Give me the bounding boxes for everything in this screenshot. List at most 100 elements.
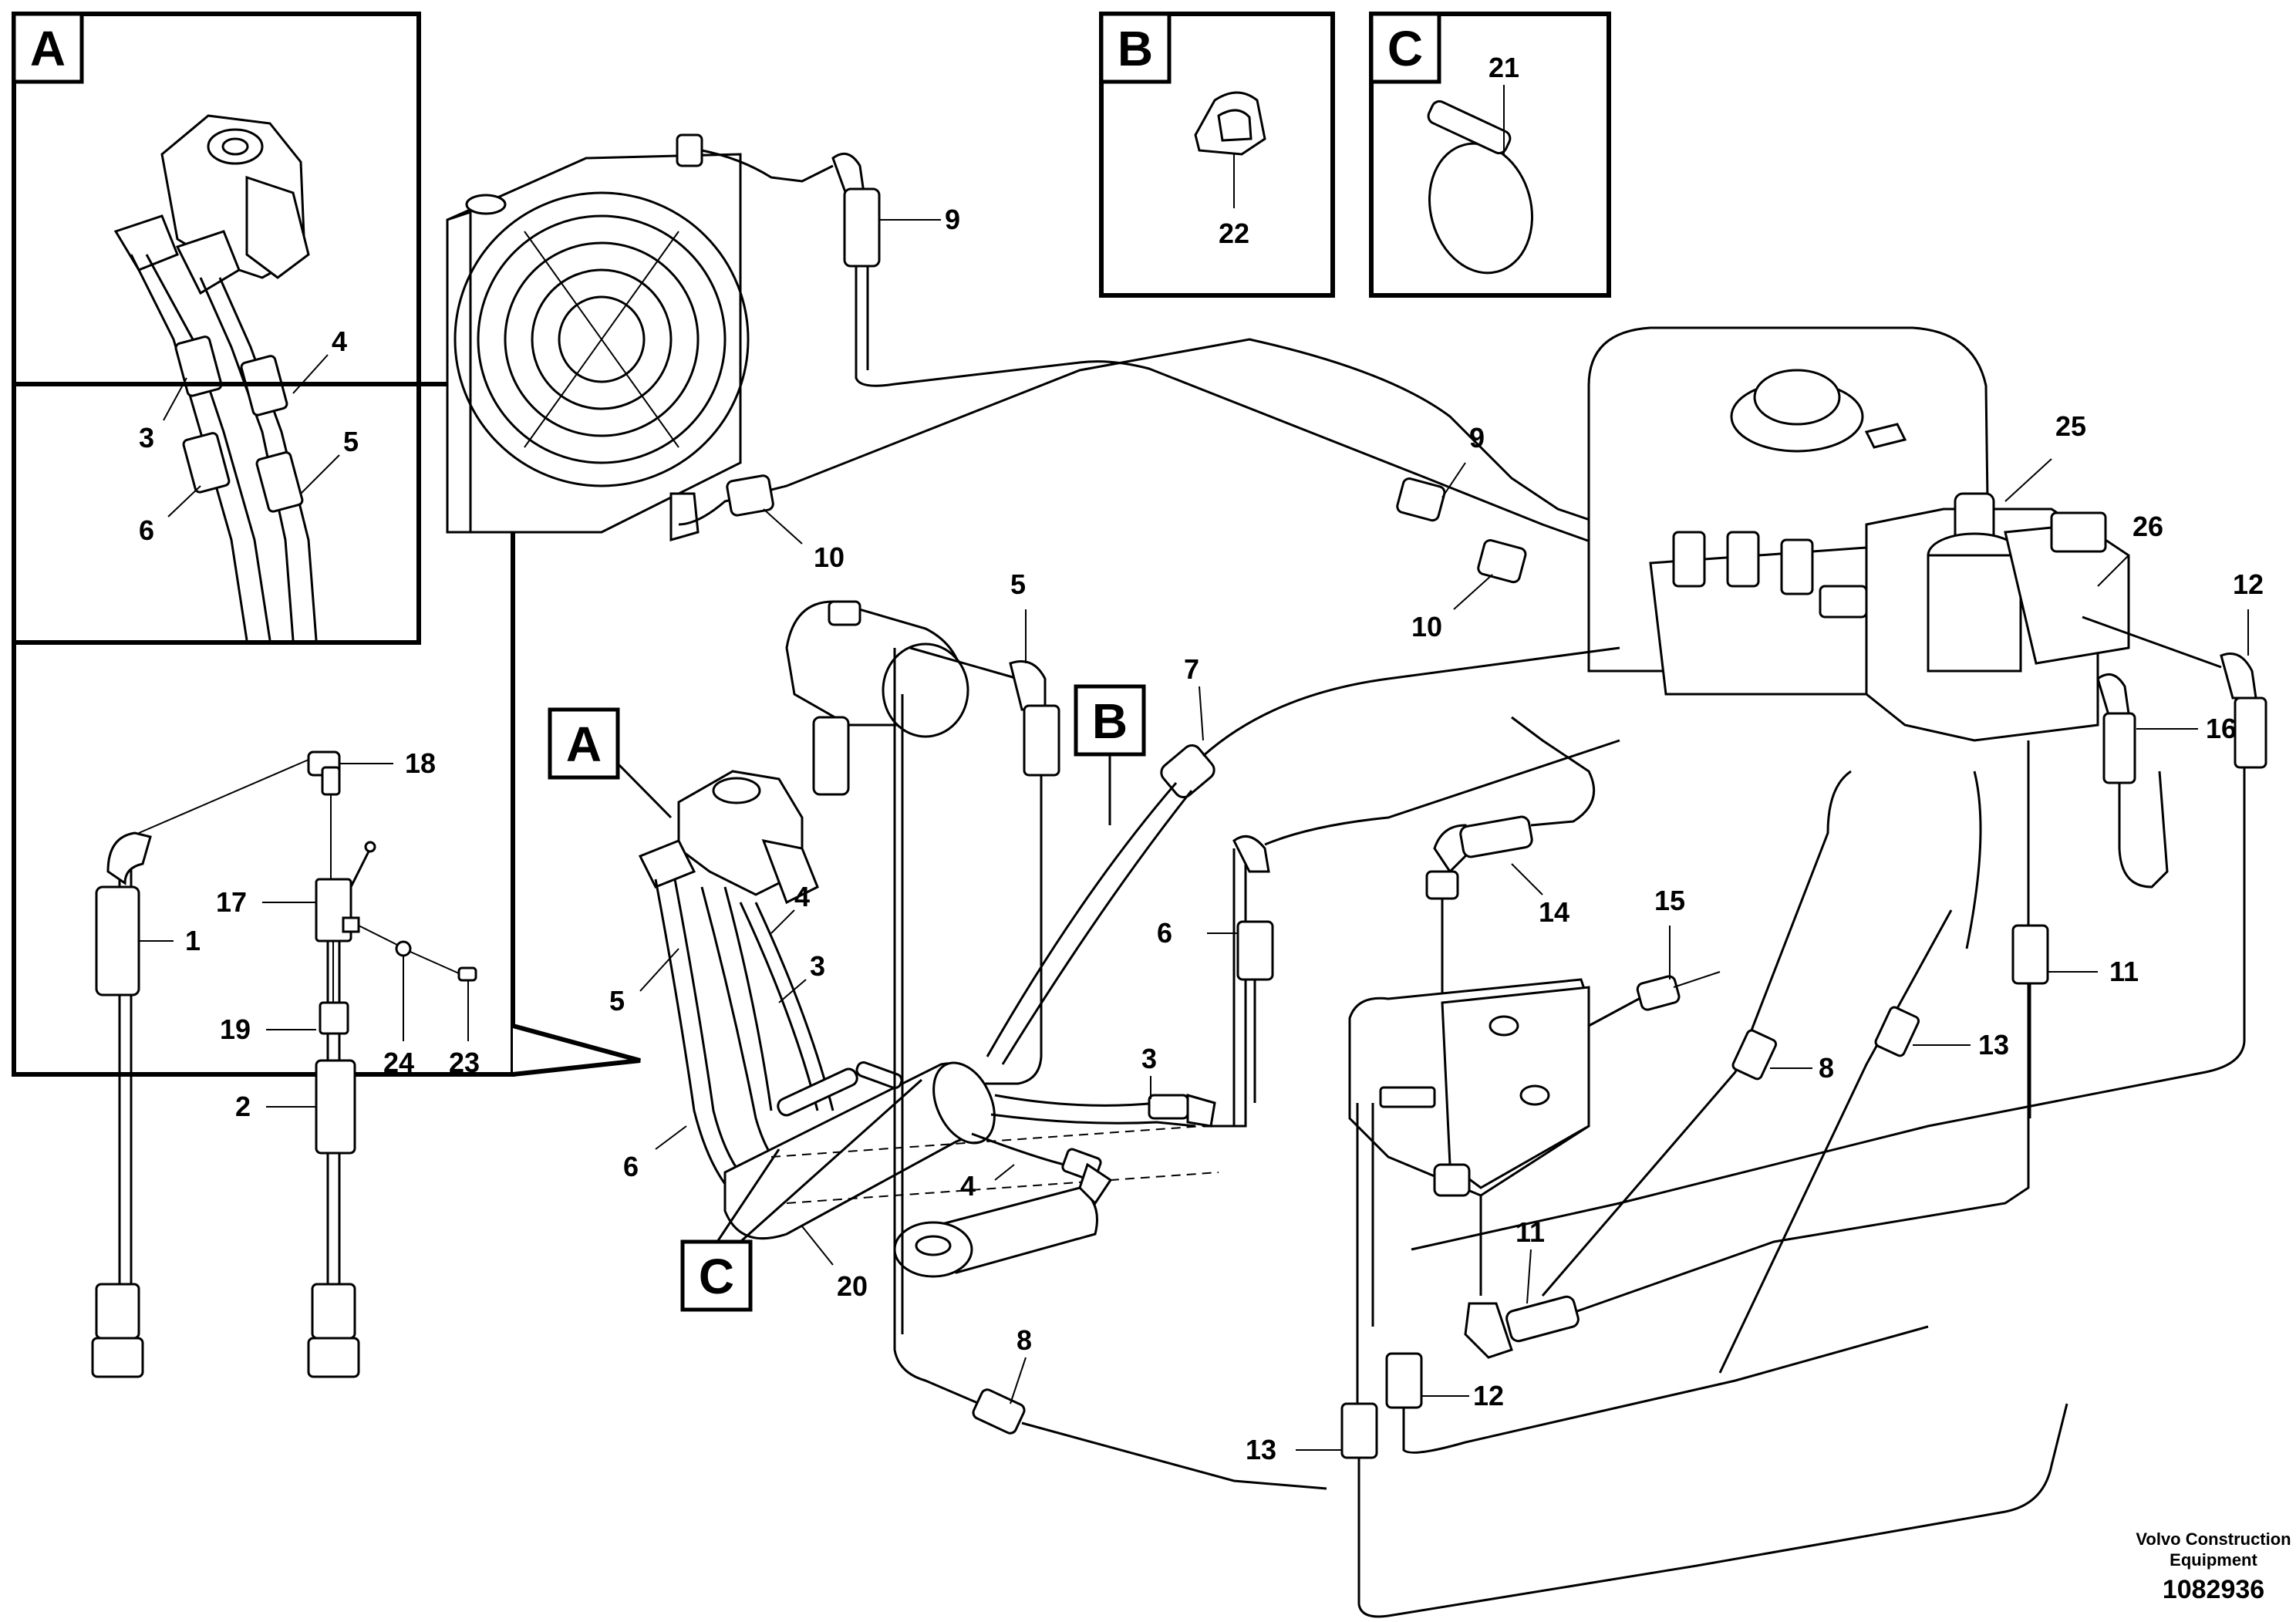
callout-d-19: 19 — [220, 1013, 251, 1045]
callout-c-21: 21 — [1489, 52, 1519, 83]
callout-4-a: 4 — [794, 881, 810, 912]
detail-a-hose-4 — [199, 277, 295, 641]
steering-valve-main — [638, 770, 819, 905]
callout-8-a: 8 — [1819, 1052, 1834, 1084]
callout-d-1: 1 — [185, 925, 201, 956]
elbow-16 — [2096, 673, 2136, 784]
callout-13-a: 13 — [1978, 1029, 2009, 1061]
hose-7a — [986, 782, 1178, 1057]
detail-a-frame — [12, 12, 421, 645]
fitting-8-lower — [972, 1388, 1026, 1435]
callout-11-a: 11 — [2109, 956, 2139, 987]
hose-4-main — [739, 902, 819, 1111]
detail-valve-plug-23 — [457, 966, 477, 982]
fitting-10-tank — [1477, 539, 1527, 584]
cooler-outlet-pipe — [701, 149, 834, 183]
detail-a-valve-body — [113, 114, 310, 295]
hose-12 — [1411, 767, 2246, 1251]
footer-drawing-number: 1082936 — [2163, 1575, 2264, 1604]
callout-a-5: 3 — [139, 422, 154, 454]
solenoid-valve-26 — [2004, 511, 2130, 665]
fitting-13-lower — [1340, 1402, 1378, 1459]
hose-10 — [678, 338, 1852, 603]
detail-valve-line-18 — [138, 759, 309, 834]
hydraulic-pump — [785, 600, 969, 796]
detail-valve-end-fitting-right — [307, 1283, 360, 1378]
detail-panel-b: B 22 — [1099, 12, 1335, 298]
main-tag-b: B — [1092, 693, 1128, 749]
callout-6-a: 6 — [623, 1151, 639, 1182]
elbow-12-right — [2220, 653, 2267, 769]
callout-d-23: 23 — [449, 1047, 480, 1078]
main-tag-c-box — [680, 1239, 753, 1312]
footer-brand-line2: Equipment — [2170, 1550, 2257, 1570]
fitting-10-cooler — [726, 474, 774, 517]
detail-a-fitting-5 — [174, 336, 223, 397]
detail-a-fitting-3 — [255, 451, 304, 513]
callout-d-24: 24 — [383, 1047, 414, 1078]
elbow-5-pump — [1009, 660, 1060, 777]
callout-a-4: 4 — [332, 325, 347, 357]
detail-a-hose-3 — [218, 277, 318, 641]
fitting-12-lower — [1385, 1352, 1423, 1409]
elbow-9-top — [831, 152, 881, 268]
detail-valve-ball-valve-17 — [315, 841, 376, 943]
callout-4-b: 4 — [960, 1170, 976, 1202]
callout-3-a: 3 — [810, 950, 825, 982]
callout-13-b: 13 — [1246, 1434, 1276, 1465]
detail-valve-fitting-2 — [315, 1059, 356, 1155]
callout-25: 25 — [2055, 410, 2086, 442]
callout-12-a: 12 — [2233, 568, 2264, 600]
footer-brand-line1: Volvo Construction — [2136, 1529, 2291, 1549]
main-tag-b-box — [1074, 684, 1146, 757]
callout-7: 7 — [1184, 653, 1199, 685]
callout-15: 15 — [1654, 885, 1685, 916]
detail-c-tag-box — [1369, 12, 1441, 84]
detail-a-tag: A — [30, 21, 66, 76]
detail-panel-c: C 21 — [1369, 12, 1611, 298]
detail-a-fitting-6 — [182, 432, 231, 494]
callout-11-b: 11 — [1515, 1216, 1545, 1248]
detail-panel-a: A 3 4 6 — [12, 12, 421, 645]
detail-valve-end-fitting-left — [91, 1283, 144, 1378]
callout-5: 5 — [1010, 568, 1026, 600]
fitting-4-cylinder — [1061, 1148, 1113, 1206]
leader-a-6 — [167, 485, 201, 518]
main-tag-c: C — [699, 1249, 734, 1304]
elbow-6-main — [1232, 835, 1274, 981]
callout-12-b: 12 — [1473, 1380, 1504, 1411]
callout-d-2: 2 — [235, 1091, 251, 1122]
main-drawing: 9 9 10 10 — [446, 133, 2267, 1618]
hose-clamp-21-icon — [1427, 99, 1534, 275]
leader-a-4 — [292, 354, 329, 394]
callout-d-18: 18 — [405, 747, 436, 779]
callout-9-top: 9 — [945, 204, 960, 235]
callout-b-22: 22 — [1219, 218, 1249, 249]
detail-a-hose-5b — [145, 254, 271, 641]
detail-a-tag-box — [12, 12, 84, 84]
elbow-11-lower — [1464, 1295, 1580, 1359]
callout-3-b: 3 — [1141, 1043, 1157, 1074]
callout-a-6: 6 — [139, 514, 154, 546]
detail-valve-adapter-19 — [319, 1001, 349, 1035]
detail-valve-washer-24 — [395, 940, 412, 957]
hose-9 — [855, 266, 2022, 703]
callout-5-b: 5 — [609, 985, 625, 1017]
main-tag-a: A — [566, 717, 602, 772]
detail-valve-elbow-18 — [307, 750, 341, 796]
callout-20: 20 — [837, 1270, 868, 1302]
fitting-13-upper — [1874, 1006, 1920, 1057]
callout-d-17: 17 — [216, 886, 247, 918]
tank-valve-block — [1649, 531, 1883, 696]
callout-a-3: 5 — [343, 426, 359, 457]
main-tag-a-box — [548, 707, 620, 780]
fitting-15 — [1636, 975, 1681, 1011]
callout-6-b: 6 — [1157, 917, 1172, 949]
fitting-8-upper — [1731, 1029, 1778, 1081]
leader-a-3 — [300, 454, 340, 494]
callout-16: 16 — [2206, 713, 2237, 744]
footer: Volvo Construction Equipment 1082936 — [2136, 1529, 2291, 1604]
detail-valve-elbow-1 — [95, 831, 152, 996]
detail-b-frame — [1099, 12, 1335, 298]
fitting-3-cylinder — [1148, 1094, 1216, 1128]
